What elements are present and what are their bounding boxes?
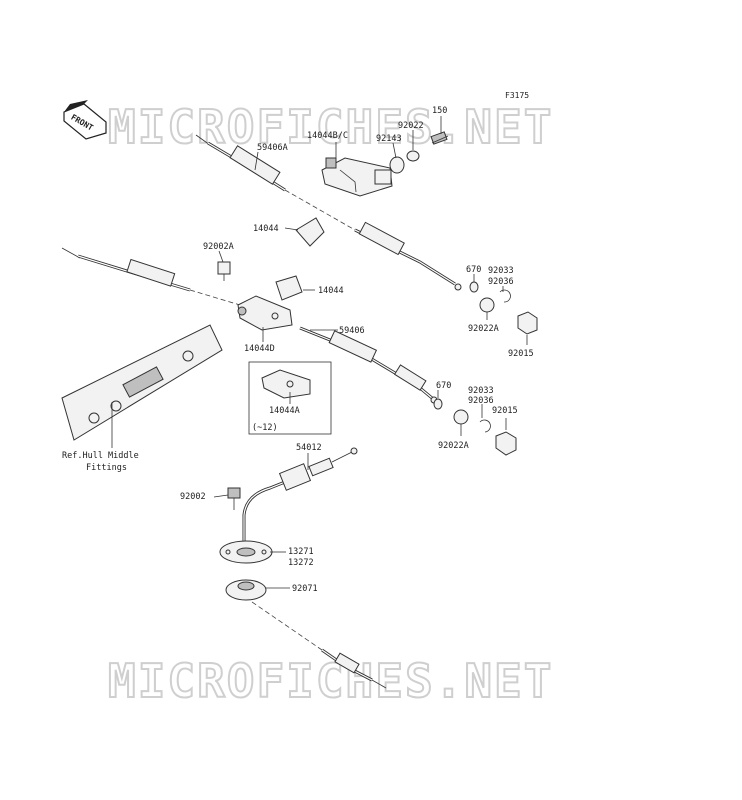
nut-92015-bottom (495, 431, 517, 456)
cable-left (61, 247, 241, 306)
watermark-top: MICROFICHES.NET (108, 100, 553, 154)
figure-code: F3175 (505, 91, 529, 100)
bracket-14044d (237, 295, 293, 331)
nut-92015-top (517, 311, 538, 335)
label-92033-top: 92033 (488, 266, 514, 276)
hull-middle-fittings (61, 324, 223, 441)
label-13271: 13271 (288, 547, 314, 557)
washer-92022a-bottom (453, 409, 469, 425)
washer-92022 (406, 150, 420, 162)
bolt-150 (430, 131, 449, 145)
label-14044-top: 14044 (253, 224, 279, 234)
label-ref-line1: Ref.Hull Middle (62, 451, 139, 461)
cable-59406 (299, 326, 438, 404)
bolt-92002a (217, 261, 231, 281)
label-14044a: 14044A (269, 406, 300, 416)
label-92071: 92071 (292, 584, 318, 594)
bracket-14044bc (321, 157, 393, 197)
washer-92022a-top (479, 297, 495, 313)
label-92036-bottom: 92036 (468, 396, 494, 406)
label-670-bottom: 670 (436, 381, 451, 391)
label-92143: 92143 (376, 134, 402, 144)
label-59406: 59406 (339, 326, 365, 336)
plate-13271 (219, 540, 273, 564)
front-arrow-icon: FRONT (63, 100, 107, 140)
leader-lines (111, 116, 528, 589)
label-92022a-top: 92022A (468, 324, 499, 334)
grommet-92071 (225, 579, 267, 601)
label-150: 150 (432, 106, 447, 116)
label-92015-top: 92015 (508, 349, 534, 359)
label-670-top: 670 (466, 265, 481, 275)
clip-92033-top (499, 289, 511, 303)
label-92022a-bottom: 92022A (438, 441, 469, 451)
cable-54012 (242, 447, 358, 560)
label-92033-bottom: 92033 (468, 386, 494, 396)
bolt-92002 (227, 487, 241, 510)
label-92002a: 92002A (203, 242, 234, 252)
collar-92143 (389, 156, 405, 174)
label-14044a-note: (~12) (252, 423, 278, 433)
label-14044-mid: 14044 (318, 286, 344, 296)
label-92002: 92002 (180, 492, 206, 502)
label-92036-top: 92036 (488, 277, 514, 287)
label-14044bc: 14044B/C (307, 131, 348, 141)
label-14044d: 14044D (244, 344, 275, 354)
watermark-bottom: MICROFICHES.NET (108, 654, 553, 708)
plate-14044-top (295, 217, 325, 247)
label-92022: 92022 (398, 121, 424, 131)
cable-lower-end (321, 648, 387, 689)
ring-670-bottom (433, 398, 443, 410)
label-59406a: 59406A (257, 143, 288, 153)
plate-14044-mid (275, 275, 303, 301)
label-ref-line2: Fittings (86, 463, 127, 473)
ring-670-top (469, 281, 479, 293)
label-54012: 54012 (296, 443, 322, 453)
label-13272: 13272 (288, 558, 314, 568)
label-92015-bottom: 92015 (492, 406, 518, 416)
clip-92033-bottom (479, 419, 491, 433)
inset-14044a (248, 361, 332, 435)
cable-59406a (195, 134, 462, 291)
